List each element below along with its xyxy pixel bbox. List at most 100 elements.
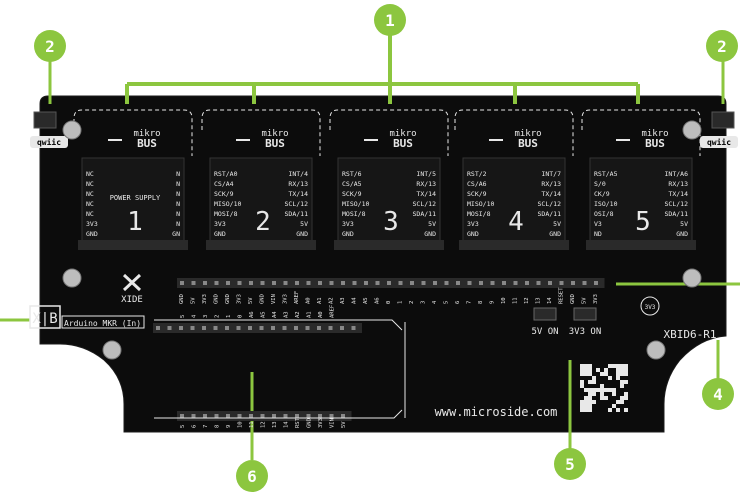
pin-label-left: V3 (594, 220, 602, 228)
qr-module (584, 388, 588, 392)
header-pin (536, 281, 541, 285)
header-pin-label: GND (214, 294, 220, 304)
pin-label-left: RST/6 (342, 170, 362, 178)
qr-module (612, 392, 616, 396)
header-pin (410, 281, 414, 285)
qr-module (620, 396, 624, 400)
callout-4-number: 4 (713, 385, 723, 404)
mikrobus-logo-bottom: BUS (393, 137, 413, 150)
mkr-outline-bottom (154, 409, 403, 419)
header-pin (295, 414, 299, 418)
pin-label-left: RST/A0 (214, 170, 238, 178)
pin-label-left: GND (342, 230, 354, 238)
pin-label-right: SDA/11 (665, 210, 689, 218)
header-pin (226, 414, 230, 418)
mikrobus-logo-top: mikro (261, 129, 288, 139)
header-pin-label: 14 (547, 297, 553, 304)
mikrobus-logo-top: mikro (389, 129, 416, 139)
pin-label-left: CK/9 (594, 190, 610, 198)
pin-label-left: MISO/10 (342, 200, 369, 208)
pin-label-right: N (176, 210, 180, 218)
socket-number: 4 (508, 207, 524, 237)
qr-module (600, 372, 604, 376)
header-pin (202, 326, 206, 330)
header-pin (317, 326, 321, 330)
qr-module (588, 392, 592, 396)
screw (682, 268, 702, 288)
header-pin (306, 414, 311, 418)
header-pin-label: A0 (318, 311, 324, 318)
socket-body (81, 157, 185, 245)
qr-module (588, 404, 592, 408)
qr-module (600, 388, 604, 392)
mkr-outline (154, 319, 403, 331)
qr-module (620, 400, 624, 404)
pin-label-left: NC (86, 180, 94, 188)
header-pin (306, 281, 311, 285)
qr-module (588, 364, 592, 368)
header-pin-label: A3 (284, 311, 290, 318)
header-pin-label: 11 (513, 297, 519, 304)
qr-module (600, 396, 604, 400)
header-pin (225, 326, 229, 330)
screw (646, 340, 666, 360)
header-pin-label: 5V (191, 297, 197, 304)
header-body (153, 323, 362, 333)
qwiic-label: qwiic (37, 137, 61, 147)
header-pin (283, 414, 288, 418)
pin-label-right: GND (676, 230, 688, 238)
mikrobus-logo-bottom: BUS (518, 137, 538, 150)
header-pin-label: 8 (215, 425, 221, 428)
qr-module (584, 368, 588, 372)
pin-label-right: 5V (680, 220, 688, 228)
qr-module (588, 372, 592, 376)
header-pin-label: GND (260, 294, 266, 304)
pin-label-right: N (176, 220, 180, 228)
header-pin (318, 414, 322, 418)
qr-module (616, 364, 620, 368)
header-pin (351, 326, 356, 330)
socket-rail (334, 240, 444, 250)
header-pin (248, 326, 252, 330)
qr-module (580, 368, 584, 372)
qr-module (624, 372, 628, 376)
pin-label-left: NC (86, 200, 94, 208)
qr-module (588, 400, 592, 404)
pin-label-right: TX/14 (668, 190, 688, 198)
pin-label-right: N (176, 180, 180, 188)
qr-module (616, 400, 620, 404)
qr-module (616, 408, 620, 412)
header-pin (213, 326, 218, 330)
qr-module (616, 376, 620, 380)
header-pin-label: 3V3 (283, 294, 289, 304)
header-pin-label: A2 (329, 297, 335, 304)
header-pin (180, 414, 184, 418)
qr-module (624, 368, 628, 372)
header-pin (203, 281, 207, 285)
pin-label-left: SCK/9 (342, 190, 362, 198)
header-pin (340, 326, 344, 330)
model-label: XBID6-R1 (664, 328, 717, 341)
pin-label-right: INT/5 (416, 170, 436, 178)
header-pin (525, 281, 529, 285)
website-label: www.microside.com (435, 405, 558, 419)
qr-module (600, 392, 604, 396)
socket-rail (586, 240, 696, 250)
mikrobus-socket-3: mikroBUSRST/6CS/A5SCK/9MISO/10MOSI/83V3G… (329, 109, 449, 250)
qr-module (624, 396, 628, 400)
header-pin (237, 414, 242, 418)
qr-module (592, 380, 596, 384)
header-pin-label: A6 (375, 297, 381, 304)
qr-code (580, 364, 628, 412)
mkr-label: Arduino MKR (In) (64, 319, 141, 328)
pin-label-left: 3V3 (342, 220, 354, 228)
qr-module (580, 404, 584, 408)
header-pin (167, 326, 172, 330)
socket-body (462, 157, 566, 245)
header-pin-label: VIN (330, 418, 336, 428)
socket-number: 1 (127, 207, 143, 237)
pin-label-left: MOSI/8 (342, 210, 366, 218)
qr-module (592, 392, 596, 396)
pin-label-right: 5V (553, 220, 561, 228)
